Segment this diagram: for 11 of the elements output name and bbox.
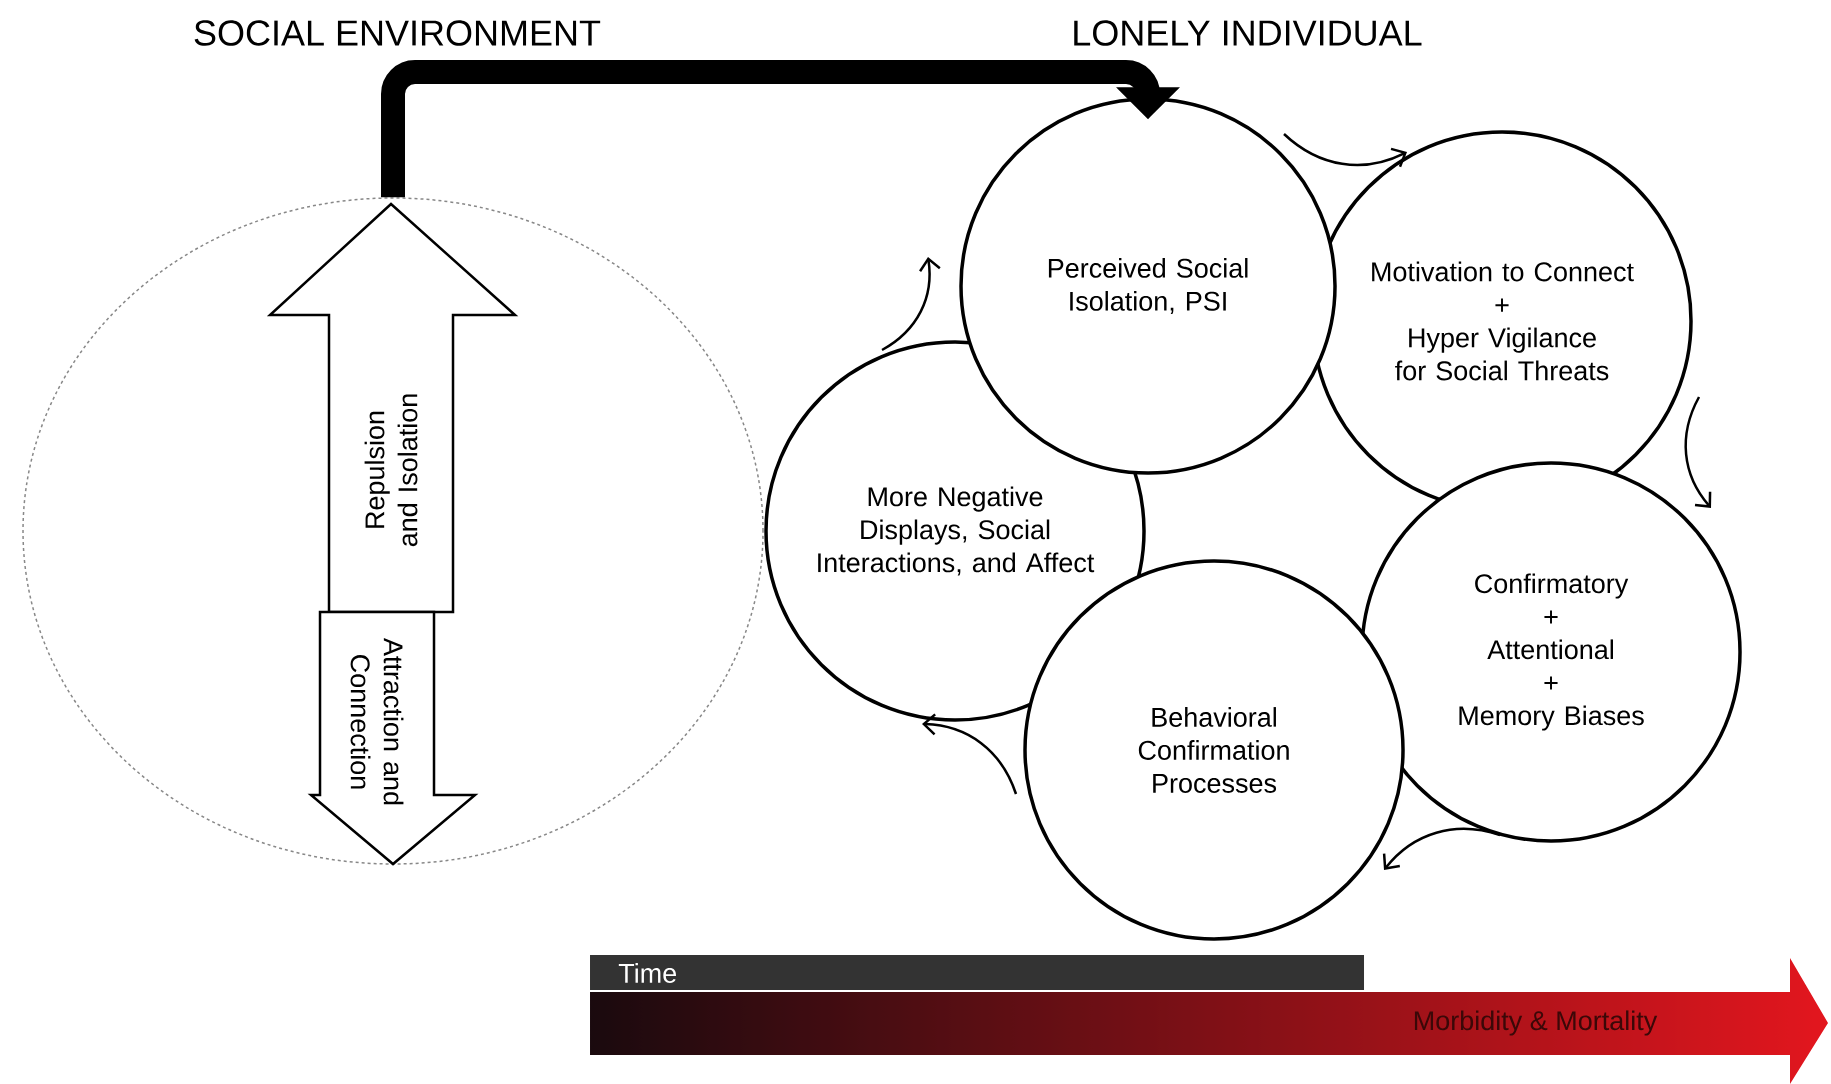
arrow bbox=[1684, 396, 1712, 508]
arrow bbox=[881, 257, 941, 352]
dashed-ellipse bbox=[22, 197, 764, 865]
arrow bbox=[1382, 827, 1501, 870]
arrow bbox=[1283, 133, 1407, 168]
arrow bbox=[922, 713, 1018, 795]
gradient-arrow: Morbidity & Mortality bbox=[1414, 1010, 1658, 1036]
heading: LONELY INDIVIDUAL bbox=[1074, 20, 1422, 46]
arrow bbox=[381, 60, 1180, 198]
heading: SOCIAL ENVIRONMENT bbox=[194, 20, 601, 46]
time-bar: Time bbox=[590, 955, 1364, 990]
